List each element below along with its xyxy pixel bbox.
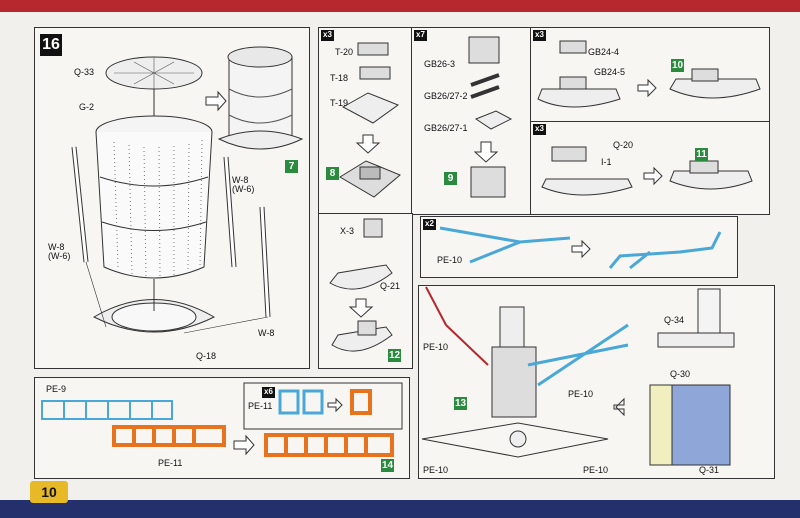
label-pe11-bottom: PE-11 [158, 458, 183, 468]
page-number: 10 [30, 481, 68, 503]
boat2-illustration [541, 146, 753, 196]
boat-panel-2 [530, 121, 770, 215]
label-x3: X-3 [340, 226, 355, 236]
label-i1: I-1 [601, 157, 612, 167]
label-gb26-3: GB26-3 [424, 59, 456, 69]
label-pe10-x2: PE-10 [437, 255, 463, 265]
turret-qty: x3 [321, 30, 334, 41]
label-gb26-27-2: GB26/27-2 [424, 91, 468, 101]
gun-illustration [468, 36, 513, 198]
label-q18: Q-18 [196, 351, 217, 361]
label-q31: Q-31 [699, 465, 720, 475]
pe-ladder-illustration [41, 382, 403, 457]
label-g2: G-2 [79, 102, 95, 112]
top-color-band [0, 0, 800, 12]
label-w8-w6-right: W-8 (W-6) [232, 175, 255, 194]
label-t20: T-20 [335, 47, 354, 57]
step-13-badge: 13 [454, 397, 467, 410]
step-16-illustration [71, 46, 304, 334]
step-12-badge: 12 [388, 349, 401, 362]
label-pe9: PE-9 [46, 384, 67, 394]
label-q34: Q-34 [664, 315, 685, 325]
label-pe10-a: PE-10 [423, 342, 449, 352]
boat2-qty: x3 [533, 124, 546, 135]
boat1-illustration [537, 40, 761, 108]
step-9-badge: 9 [444, 172, 457, 185]
boat-x3-illustration [329, 218, 393, 352]
label-pe10-c: PE-10 [423, 465, 449, 475]
label-pe10-b: PE-10 [568, 389, 594, 399]
label-t18: T-18 [330, 73, 349, 83]
label-q21: Q-21 [380, 281, 401, 291]
label-pe10-d: PE-10 [583, 465, 609, 475]
label-w8: W-8 [258, 328, 275, 338]
label-gb24-5: GB24-5 [594, 67, 626, 77]
bottom-color-band [0, 500, 800, 518]
pe10-qty: x2 [423, 219, 436, 230]
label-gb24-4: GB24-4 [588, 47, 620, 57]
label-gb26-27-1: GB26/27-1 [424, 123, 468, 133]
step-8-badge: 8 [326, 167, 339, 180]
mast-illustration [421, 286, 735, 466]
boat1-qty: x3 [533, 30, 546, 41]
label-w8-w6-left: W-8 (W-6) [48, 242, 71, 261]
label-t19: T-19 [330, 98, 349, 108]
pe10-illustration [439, 226, 722, 270]
step-11-badge: 11 [695, 148, 708, 161]
label-q33: Q-33 [74, 67, 95, 77]
label-pe11-top: PE-11 [248, 401, 273, 411]
gun-qty: x7 [414, 30, 427, 41]
label-q30: Q-30 [670, 369, 691, 379]
label-q20: Q-20 [613, 140, 634, 150]
pe11-qty: x6 [262, 387, 275, 398]
step-14-badge: 14 [381, 459, 394, 472]
step-16-number: 16 [40, 34, 62, 56]
step-7-badge: 7 [285, 160, 298, 173]
turret-illustration [339, 42, 401, 198]
turret-panel [318, 27, 413, 215]
step-10-badge: 10 [671, 59, 684, 72]
